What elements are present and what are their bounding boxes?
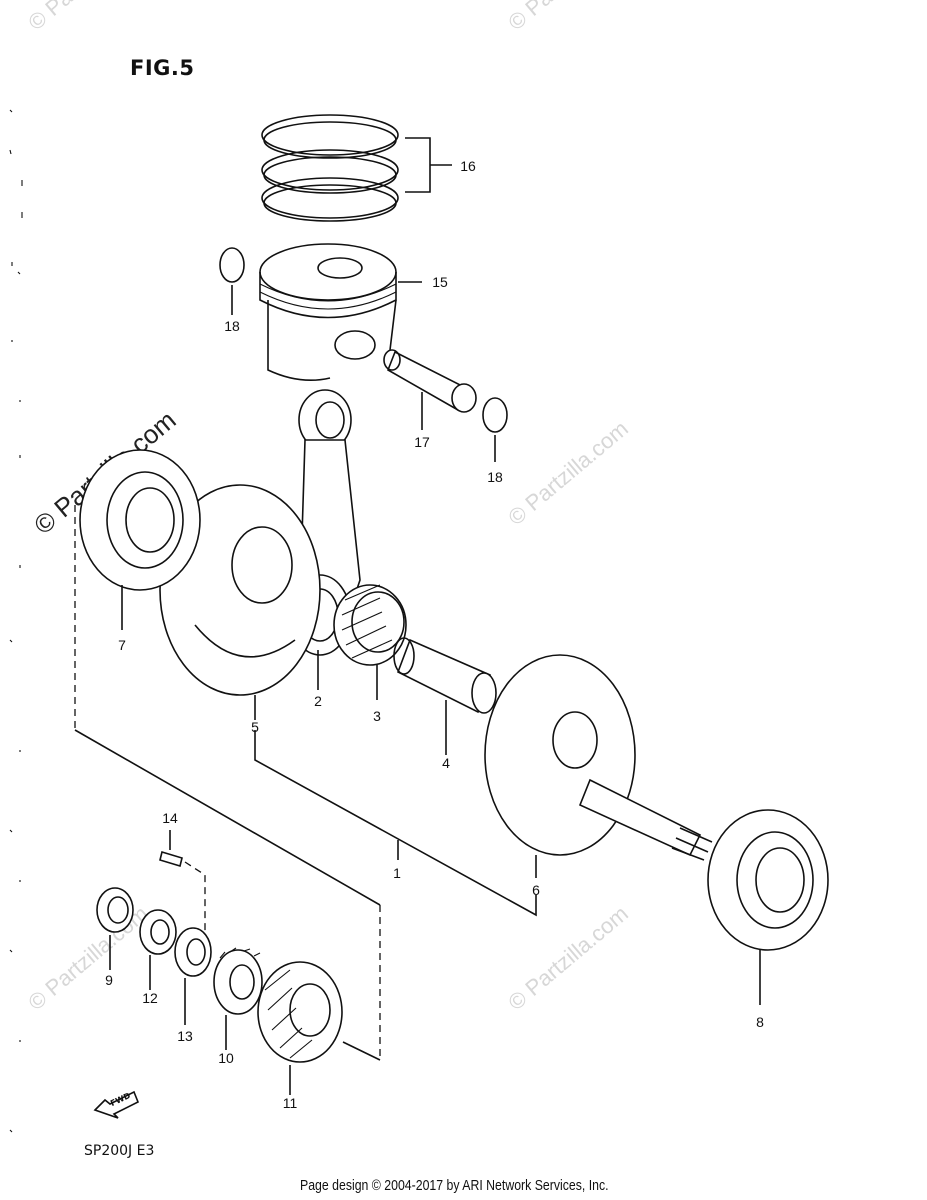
part-14-key <box>159 830 206 940</box>
part-18-circlip <box>219 247 508 462</box>
part-11-helical-gear <box>257 961 343 1095</box>
model-code: SP200J E3 <box>84 1143 155 1159</box>
callout-12: 12 <box>142 990 158 1006</box>
callout-8: 8 <box>756 1014 764 1030</box>
callout-3: 3 <box>373 708 381 724</box>
callout-16: 16 <box>460 158 476 174</box>
callout-6: 6 <box>532 882 540 898</box>
part-9-oil-seal <box>96 887 134 970</box>
part-15-piston <box>259 243 422 382</box>
callout-5: 5 <box>251 719 259 735</box>
assembly-bracket-1 <box>74 505 537 1061</box>
part-12-nut <box>139 909 177 990</box>
part-16-piston-ring-set <box>261 114 452 222</box>
callout-9: 9 <box>105 972 113 988</box>
callout-4: 4 <box>442 755 450 771</box>
callout-17: 17 <box>414 434 430 450</box>
callout-18-right: 18 <box>487 469 503 485</box>
figure-title: FIG.5 <box>130 56 195 80</box>
callout-7: 7 <box>118 637 126 653</box>
callout-10: 10 <box>218 1050 234 1066</box>
part-6-crankshaft-right <box>484 654 713 878</box>
footer-credit: Page design © 2004-2017 by ARI Network S… <box>300 1177 609 1194</box>
callout-13: 13 <box>177 1028 193 1044</box>
part-10-gear <box>213 947 263 1050</box>
part-13-washer <box>174 927 212 1025</box>
callout-1: 1 <box>393 865 401 881</box>
part-3-needle-bearing <box>333 584 407 700</box>
callout-15: 15 <box>432 274 448 290</box>
part-17-piston-pin <box>383 349 477 430</box>
callout-11: 11 <box>282 1095 298 1111</box>
part-4-crank-pin <box>393 637 497 755</box>
part-5-crankshaft-left <box>159 484 321 720</box>
margin-marks <box>9 109 23 1133</box>
callout-2: 2 <box>314 693 322 709</box>
part-8-bearing <box>707 809 829 1005</box>
callout-14: 14 <box>162 810 178 826</box>
callout-18-left: 18 <box>224 318 240 334</box>
part-7-bearing <box>79 449 201 630</box>
fwd-arrow-icon <box>93 1090 140 1119</box>
